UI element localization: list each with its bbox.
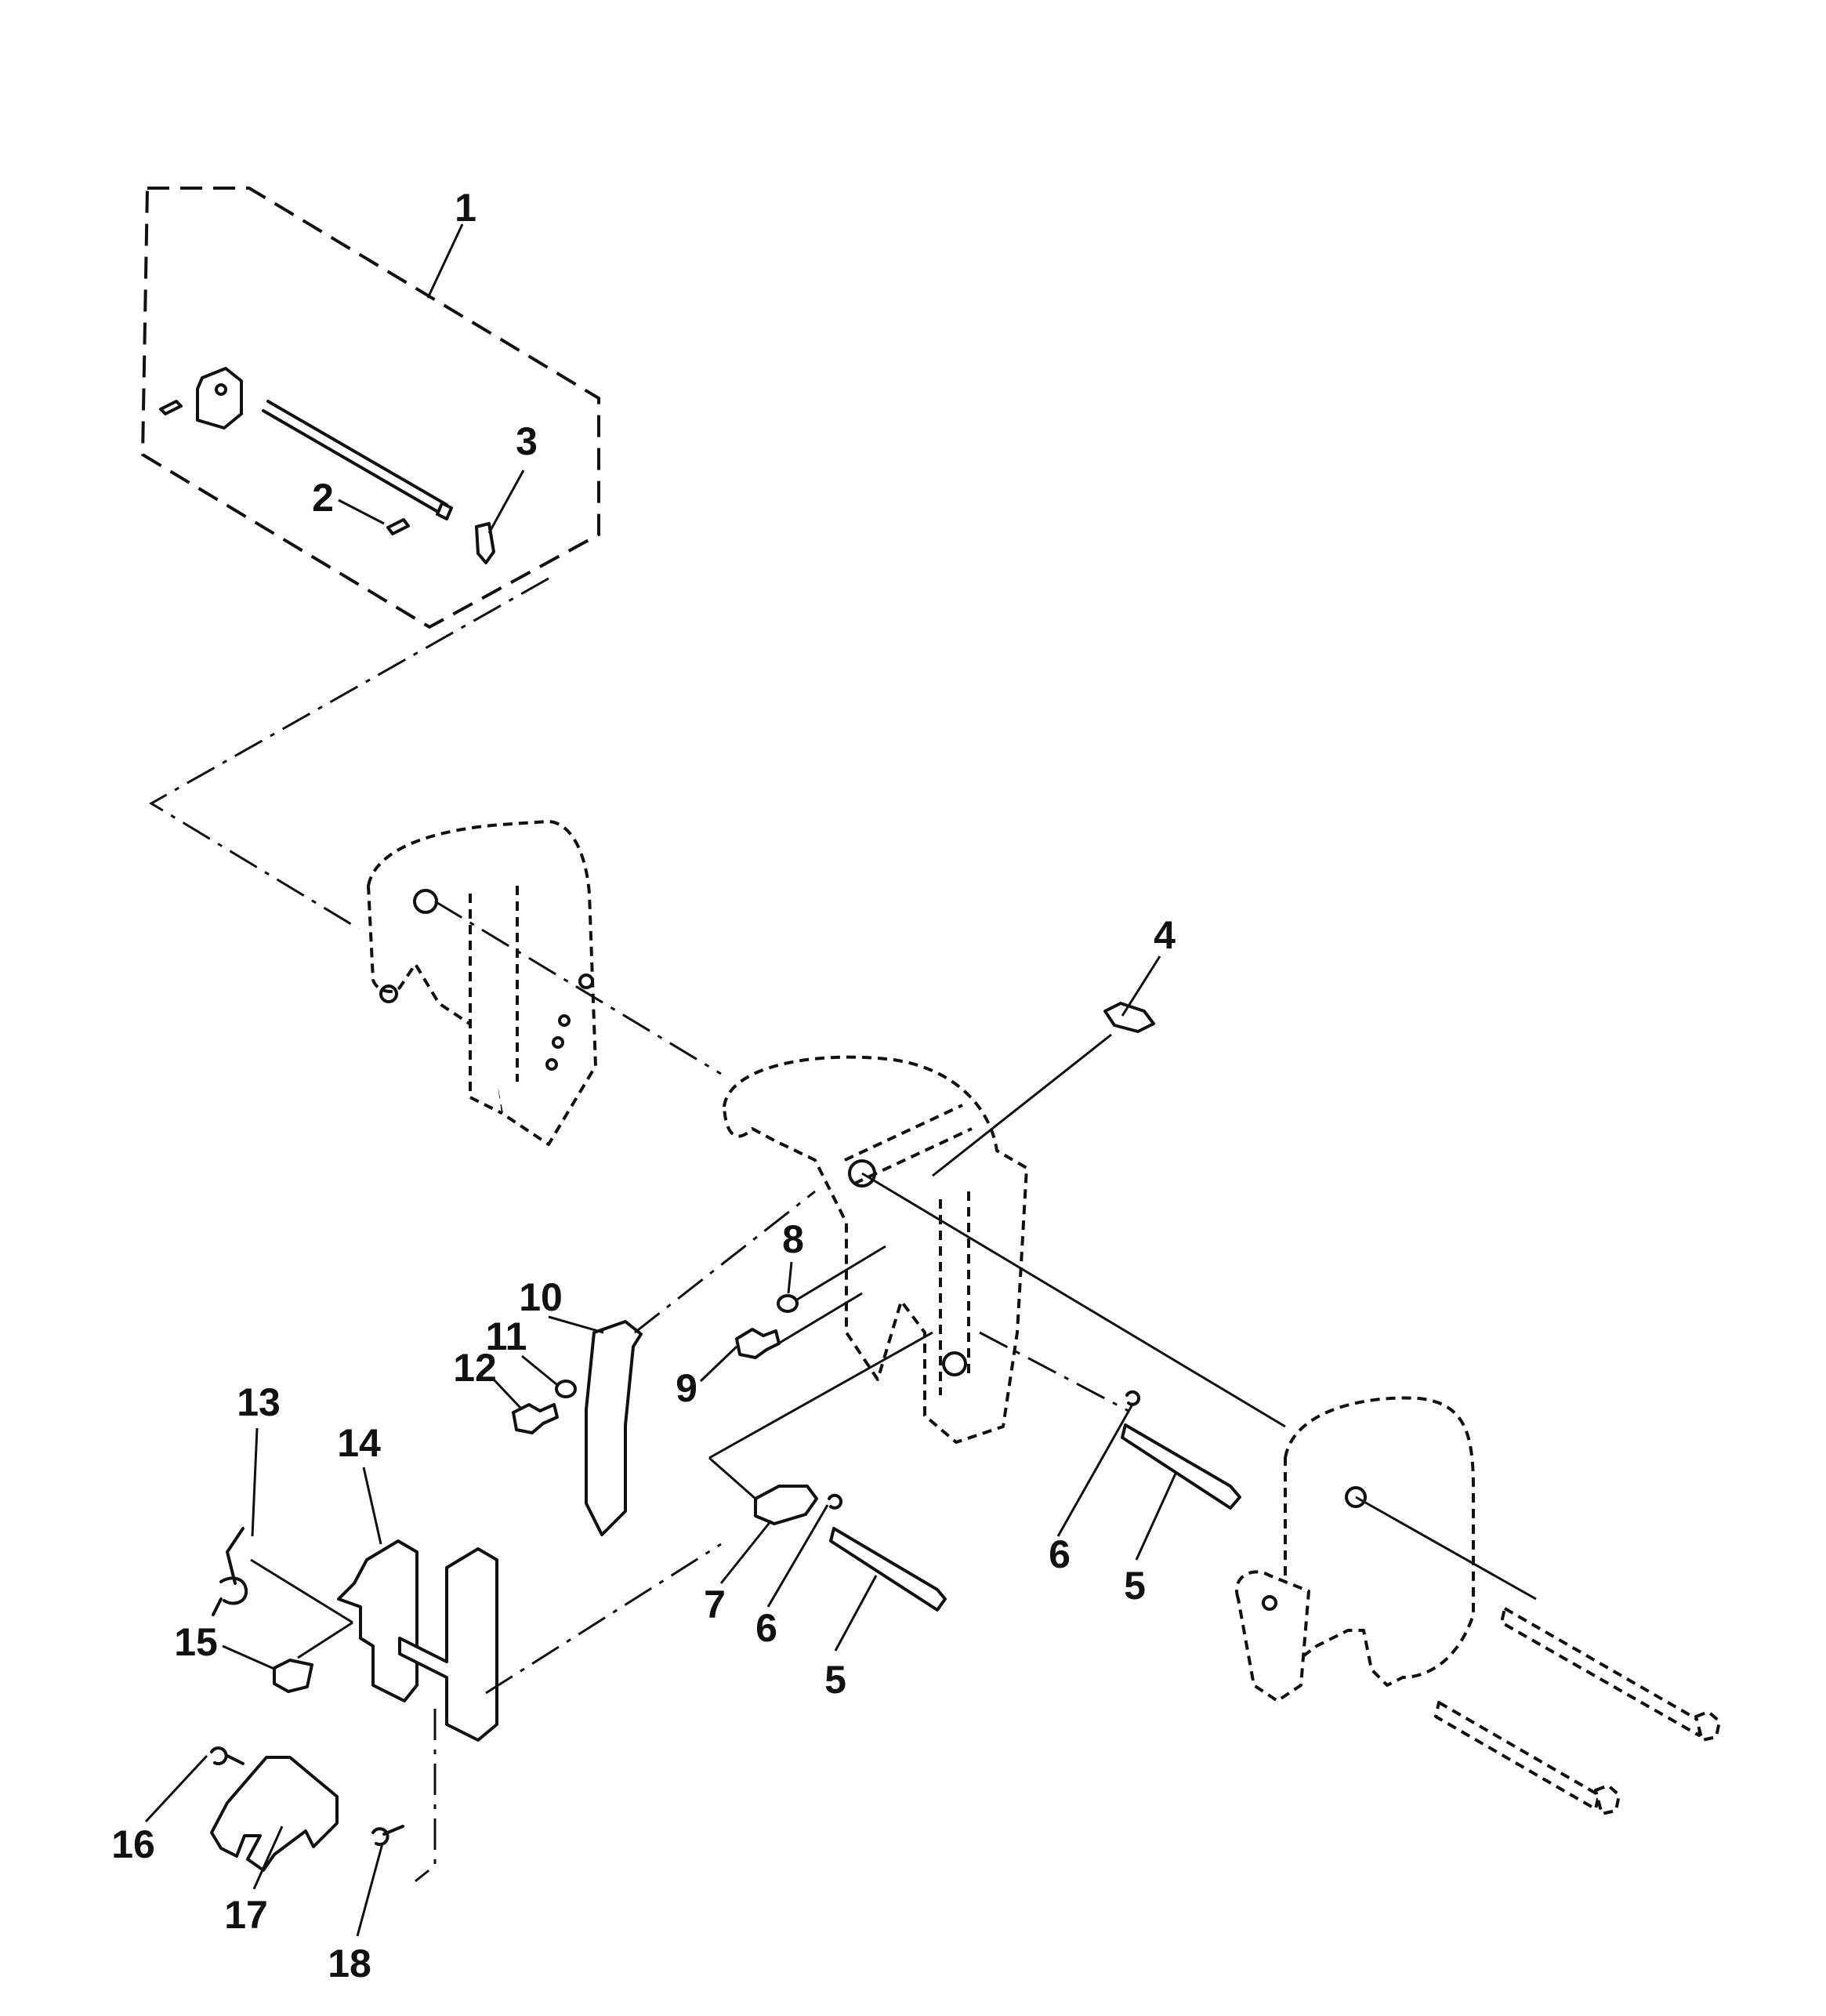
part-12-bolt <box>512 1403 559 1434</box>
part-9-bolt <box>735 1328 781 1359</box>
part-10-lever <box>585 1320 643 1536</box>
callout-11: 11 <box>486 1314 527 1358</box>
cotter-pin-3 <box>475 522 495 564</box>
part-4-clip <box>1103 1002 1155 1033</box>
callout-6-lower: 6 <box>755 1606 777 1650</box>
kit-contents <box>159 367 495 564</box>
callout-1: 1 <box>455 186 476 230</box>
callout-12: 12 <box>453 1346 497 1390</box>
right-axis-line <box>1355 1496 1537 1601</box>
callouts: 1 2 3 4 5 5 6 6 7 8 9 10 11 12 13 14 15 … <box>111 186 1176 1985</box>
part-5-pin-lower <box>829 1527 947 1612</box>
roll-pin-2 <box>386 518 410 535</box>
leader-lines <box>144 223 1177 1937</box>
callout-18: 18 <box>328 1942 371 1985</box>
part-10-chain-line <box>634 1190 816 1334</box>
callout-14: 14 <box>337 1421 381 1465</box>
swivel-pivot-hole <box>848 1159 876 1187</box>
part-14-bracket-left <box>337 1539 418 1702</box>
callout-17: 17 <box>224 1893 268 1937</box>
callout-15: 15 <box>174 1620 218 1664</box>
pivot-axis-line <box>434 900 722 1075</box>
swivel-lower-hole <box>942 1351 967 1376</box>
part-9-line <box>775 1292 863 1347</box>
callout-2: 2 <box>312 476 334 520</box>
part-15-line <box>297 1621 353 1659</box>
lower-chain-lines <box>415 1543 722 1883</box>
part-5-pin-upper <box>1121 1423 1241 1510</box>
part-18-clip <box>371 1825 404 1847</box>
part-11-washer <box>555 1380 577 1398</box>
part-8-line <box>796 1245 886 1301</box>
callout-3: 3 <box>516 419 538 463</box>
callout-13: 13 <box>237 1380 281 1424</box>
callout-5-lower: 5 <box>824 1658 846 1702</box>
right-clamp-bracket <box>1235 1396 1475 1702</box>
part-17-yoke <box>210 1756 339 1872</box>
callout-7: 7 <box>704 1583 726 1626</box>
part-13-line <box>250 1558 353 1624</box>
tilt-rod-end <box>436 502 453 520</box>
part-6-ring-upper <box>1125 1390 1141 1406</box>
main-axis-line <box>861 1172 1286 1428</box>
part-15-pad <box>273 1659 313 1693</box>
left-bracket-lower-hole <box>379 984 398 1003</box>
part-14-bracket-right <box>398 1547 498 1742</box>
left-clamp-bracket <box>367 820 597 1146</box>
callout-10: 10 <box>519 1275 563 1319</box>
bracket-block <box>196 367 243 430</box>
bracket-hole <box>215 383 227 396</box>
part-8-washer <box>777 1294 799 1313</box>
callout-16: 16 <box>111 1822 155 1866</box>
part-6-ring-lower <box>828 1493 843 1510</box>
assembly-chain-line <box>149 577 549 930</box>
roll-pin-small <box>159 400 183 415</box>
pin-chain-line <box>979 1331 1129 1412</box>
mounting-bolts <box>1434 1607 1721 1815</box>
kit-outline <box>140 187 600 629</box>
part-16-clip <box>210 1746 245 1766</box>
callout-4: 4 <box>1154 913 1176 957</box>
part-13-spring <box>212 1527 248 1616</box>
right-bracket-clamp-lever <box>1235 1570 1310 1702</box>
swivel-bracket <box>723 1055 1028 1444</box>
callout-6-upper: 6 <box>1049 1532 1071 1576</box>
part-7-link <box>754 1485 818 1525</box>
callout-8: 8 <box>782 1217 804 1261</box>
right-bracket-hole <box>1345 1486 1367 1508</box>
part-4-line <box>932 1033 1112 1177</box>
callout-9: 9 <box>676 1366 697 1410</box>
tilt-rod <box>262 400 448 516</box>
part-7-lines <box>708 1331 933 1500</box>
callout-5-upper: 5 <box>1124 1564 1146 1608</box>
